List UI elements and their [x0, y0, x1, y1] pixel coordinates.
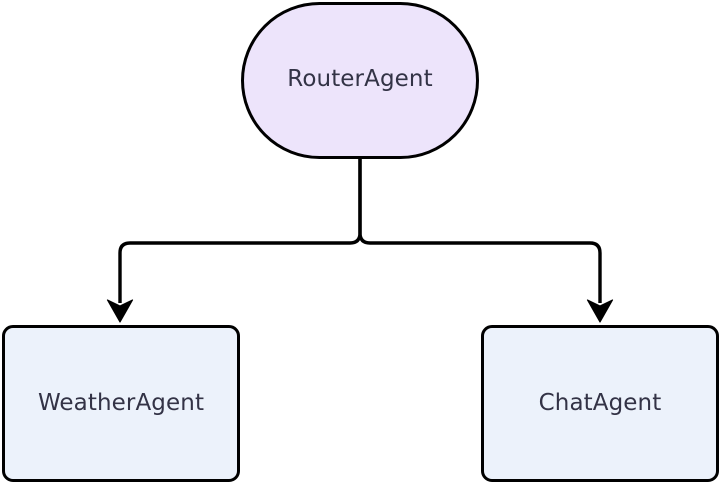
node-weather-agent[interactable]: WeatherAgent: [2, 325, 240, 482]
node-router-agent-label: RouterAgent: [287, 66, 433, 92]
node-chat-agent-label: ChatAgent: [538, 390, 662, 416]
edge-router-to-weather: [118, 159, 362, 303]
node-chat-agent[interactable]: ChatAgent: [481, 325, 719, 482]
arrowhead-chat-icon: [586, 299, 614, 323]
node-router-agent[interactable]: RouterAgent: [241, 2, 479, 159]
arrowhead-weather-icon: [106, 299, 134, 323]
edge-router-to-chat: [358, 159, 602, 303]
node-weather-agent-label: WeatherAgent: [37, 390, 205, 416]
